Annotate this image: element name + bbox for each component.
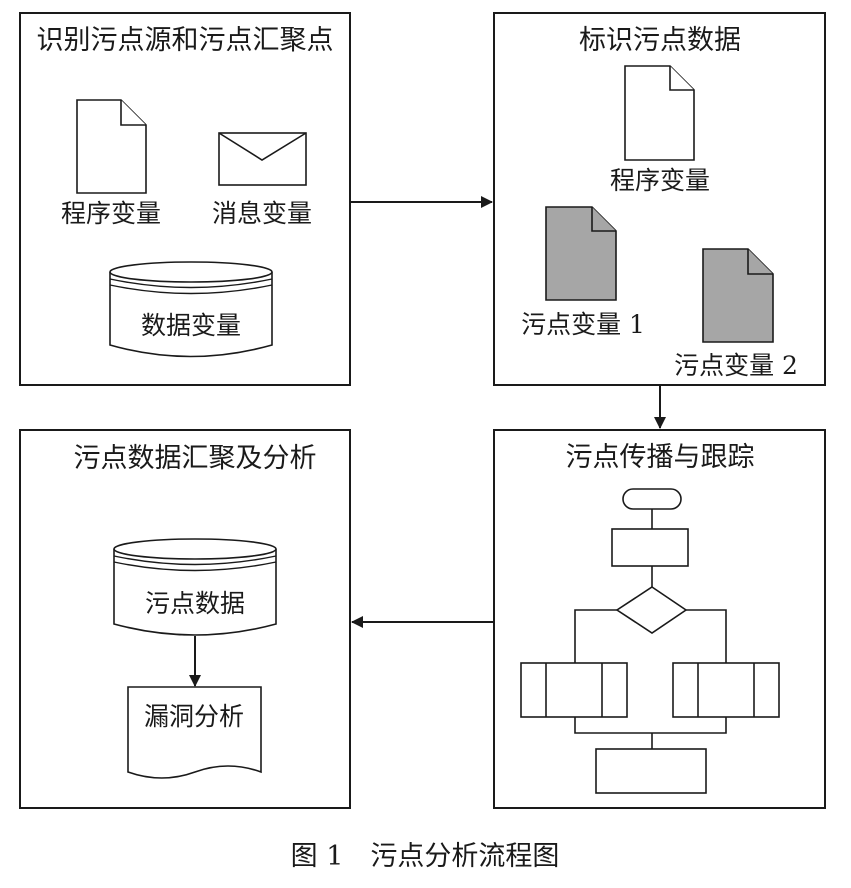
taint-variable-1-label: 污点变量 1 (521, 310, 645, 339)
taint-data-label: 污点数据 (145, 589, 245, 618)
document-icon (624, 65, 695, 161)
panel-aggregation-title: 污点数据汇聚及分析 (74, 443, 317, 474)
mini-flowchart (520, 488, 780, 794)
tainted-document-icon (702, 248, 774, 343)
panel-mark-title: 标识污点数据 (579, 25, 741, 56)
vulnerability-analysis-label: 漏洞分析 (144, 702, 244, 731)
predefined-process-shape (520, 662, 628, 718)
panel-aggregation-analysis: 污点数据汇聚及分析 污点数据 漏洞分析 (19, 429, 351, 809)
data-variable-label: 数据变量 (141, 311, 241, 340)
tainted-document-icon (545, 206, 617, 301)
decision-shape (615, 586, 688, 634)
database-icon (113, 538, 277, 636)
panel-mark-taint-data: 标识污点数据 程序变量 污点变量 1 污点变量 2 (493, 12, 826, 386)
envelope-icon (218, 132, 307, 186)
panel-propagation-title: 污点传播与跟踪 (566, 442, 755, 473)
database-icon (109, 261, 273, 358)
panel-propagation-tracking: 污点传播与跟踪 (493, 429, 826, 809)
program-variable-label: 程序变量 (61, 199, 161, 228)
taint-variable-2-label: 污点变量 2 (674, 351, 798, 380)
start-terminator-shape (622, 488, 682, 510)
process-shape (611, 528, 689, 567)
panel-identify-sources-sinks: 识别污点源和污点汇聚点 程序变量 消息变量 数据变量 (19, 12, 351, 386)
panel-identify-title: 识别污点源和污点汇聚点 (37, 25, 334, 56)
program-variable-label: 程序变量 (610, 166, 710, 195)
document-icon (76, 99, 147, 194)
figure-caption: 图 1 污点分析流程图 (291, 841, 560, 872)
end-process-shape (595, 748, 707, 794)
predefined-process-shape (672, 662, 780, 718)
report-document-icon (127, 686, 262, 779)
message-variable-label: 消息变量 (212, 199, 312, 228)
